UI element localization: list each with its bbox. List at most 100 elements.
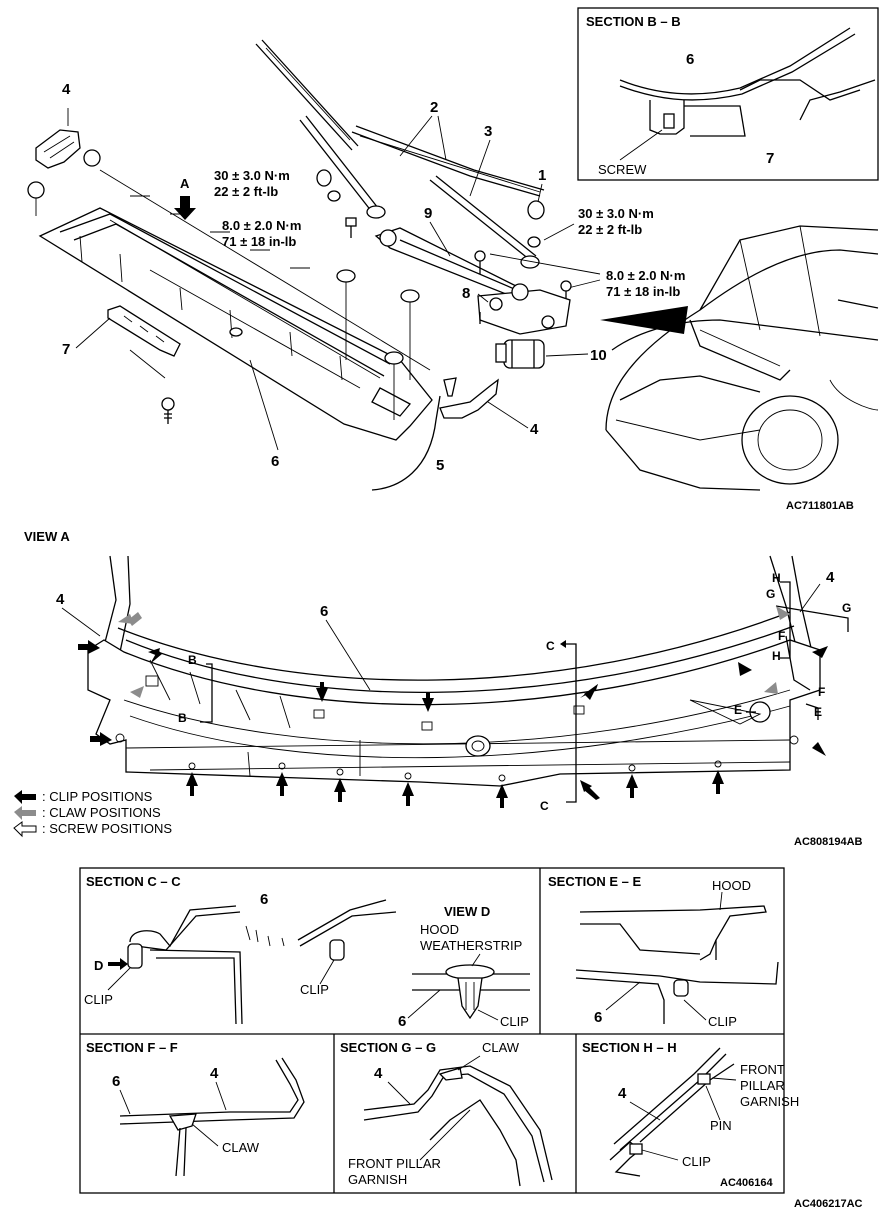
part-4-label-view-left: 4	[56, 591, 65, 608]
legend: : CLIP POSITIONS : CLAW POSITIONS : SCRE…	[13, 789, 172, 838]
section-gg-title: SECTION G – G	[340, 1040, 436, 1055]
view-a: VIEW A	[13, 529, 863, 848]
torque-2-inlb: 71 ± 18 in-lb	[222, 234, 296, 249]
clip-legend-icon	[14, 790, 36, 804]
figure-code-sections: AC406164	[720, 1177, 773, 1189]
part-6-leader-top	[249, 359, 279, 451]
section-ee-hood-label: HOOD	[712, 878, 751, 893]
sections-grid: SECTION C – C 6 D CLIP CLIP VIEW D HOOD …	[79, 867, 863, 1210]
windshield-edge	[117, 611, 791, 681]
view-d-drawing	[407, 953, 530, 1021]
screw-legend-icon	[13, 821, 37, 838]
part-5-clip	[443, 377, 457, 397]
clip-position-arrows	[78, 640, 828, 808]
section-ff-part-4: 4	[210, 1065, 219, 1082]
section-ff-drawing	[119, 1057, 305, 1177]
section-hh-drawing	[609, 1047, 737, 1177]
exploded-view: SECTION B – B 6 7 SCREW 4	[27, 7, 879, 512]
section-hh-pillar-label: PILLAR	[740, 1078, 785, 1093]
section-bb-title: SECTION B – B	[586, 14, 681, 29]
section-ff-claw-label: CLAW	[222, 1140, 260, 1155]
right-bracket-part	[439, 378, 499, 419]
section-gg-claw-label: CLAW	[482, 1040, 520, 1055]
screw-legend-label: : SCREW POSITIONS	[42, 821, 172, 836]
torque-1-ftlb: 22 ± 2 ft-lb	[214, 184, 278, 199]
part-6-label-view: 6	[320, 603, 328, 620]
right-pillar	[769, 555, 799, 655]
part-1-label: 1	[538, 167, 546, 184]
part-4-label-view-right: 4	[826, 569, 835, 586]
section-b-label-lower: B	[178, 711, 187, 725]
bolt-top	[345, 217, 357, 238]
section-hh-clip-label: CLIP	[682, 1154, 711, 1169]
section-h-label-lower: H	[772, 649, 781, 663]
claw-legend-icon	[14, 806, 36, 820]
section-g-label-right: G	[842, 601, 851, 615]
section-ee-title: SECTION E – E	[548, 874, 642, 889]
left-bracket-part	[27, 108, 101, 216]
view-d-clip-label: CLIP	[500, 1014, 529, 1029]
cut-line-cc	[566, 643, 577, 803]
cowl-body	[87, 639, 821, 787]
section-hh-part-4: 4	[618, 1085, 627, 1102]
part-9-label: 9	[424, 205, 432, 222]
section-cc-clip-label-2: CLIP	[300, 982, 329, 997]
section-e-label-left: E	[734, 703, 742, 717]
section-ee-clip-label: CLIP	[708, 1014, 737, 1029]
section-gg-garnish-label-2: GARNISH	[348, 1172, 407, 1187]
figure-code-bottom: AC406217AC	[794, 1198, 863, 1210]
figure-code-view-a: AC808194AB	[794, 836, 863, 848]
torque-4-inlb: 71 ± 18 in-lb	[606, 284, 680, 299]
section-gg-garnish-label-1: FRONT PILLAR	[348, 1156, 441, 1171]
screw-top	[161, 397, 175, 424]
section-hh-front-label: FRONT	[740, 1062, 785, 1077]
cut-line-bb	[200, 663, 213, 723]
section-ff-title: SECTION F – F	[86, 1040, 178, 1055]
view-d-hood-label: HOOD	[420, 922, 459, 937]
clip-legend-label: : CLIP POSITIONS	[42, 789, 153, 804]
vehicle-outline	[605, 225, 879, 491]
section-h-label-upper: H	[772, 571, 781, 585]
section-cc-title: SECTION C – C	[86, 874, 181, 889]
cowl-top-panel	[38, 169, 433, 441]
part-7-seal	[107, 305, 181, 379]
view-d-part-6: 6	[398, 1013, 406, 1030]
section-b-label-upper: B	[188, 653, 197, 667]
location-arrow	[600, 306, 688, 334]
torque-3-nm: 30 ± 3.0 N·m	[578, 206, 654, 221]
section-ee-part-6: 6	[594, 1009, 602, 1026]
section-e-label-right: E	[814, 705, 822, 719]
left-pillar	[103, 555, 117, 647]
section-hh-title: SECTION H – H	[582, 1040, 677, 1055]
section-f-label-lower: F	[818, 685, 825, 699]
part-4-label-top: 4	[62, 81, 71, 98]
part-7-label-top: 7	[62, 341, 70, 358]
view-d-arrow	[108, 958, 128, 970]
section-bb-box	[577, 7, 879, 181]
torque-4-nm: 8.0 ± 2.0 N·m	[606, 268, 685, 283]
torque-2-nm: 8.0 ± 2.0 N·m	[222, 218, 301, 233]
torque-3-ftlb: 22 ± 2 ft-lb	[578, 222, 642, 237]
part-6-label-top: 6	[271, 453, 279, 470]
part-5-leader	[371, 395, 441, 491]
part-2-label: 2	[430, 99, 438, 116]
section-cc-part-6: 6	[260, 891, 268, 908]
claw-legend-label: : CLAW POSITIONS	[42, 805, 161, 820]
part-10-label: 10	[590, 347, 607, 364]
motor-bracket	[477, 283, 571, 335]
wiper-arm-right	[429, 175, 540, 269]
section-f-label-upper: F	[778, 629, 785, 643]
view-a-arrow	[174, 196, 196, 220]
section-cc-clip-label-1: CLIP	[84, 992, 113, 1007]
section-bb-part-6: 6	[686, 51, 694, 68]
view-d-title: VIEW D	[444, 904, 490, 919]
section-cc-d-label: D	[94, 958, 103, 973]
section-g-label-left: G	[766, 587, 775, 601]
section-ee-drawing	[575, 891, 779, 1024]
nut-caps	[316, 169, 545, 248]
part-4-label-top-right: 4	[530, 421, 539, 438]
wiper-motor	[495, 339, 545, 369]
view-a-title: VIEW A	[24, 529, 70, 544]
section-cc-drawing	[107, 899, 397, 1025]
